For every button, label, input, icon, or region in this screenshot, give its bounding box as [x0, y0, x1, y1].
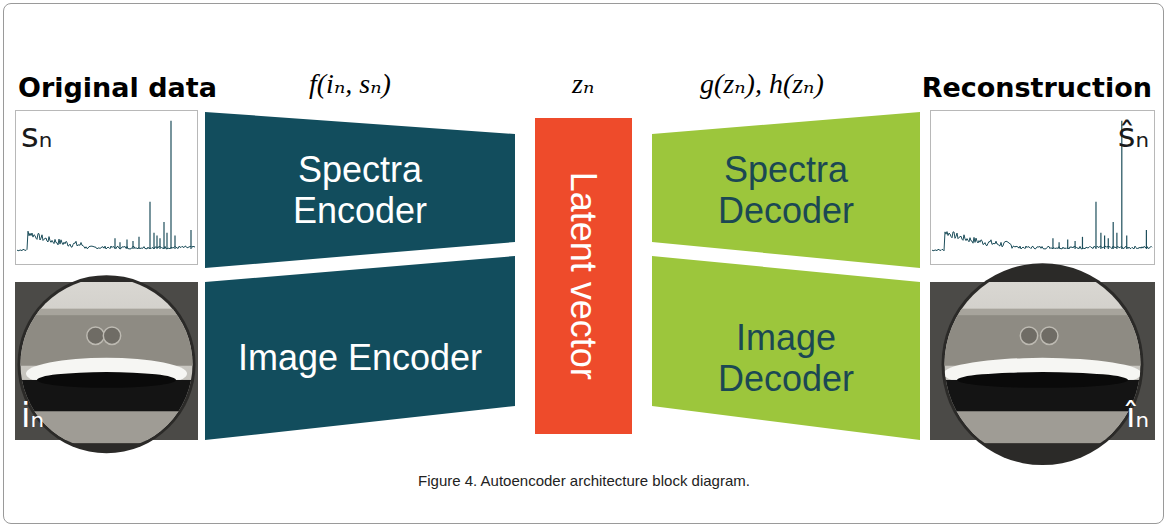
- block-shape: [652, 112, 920, 268]
- block-shape: [652, 256, 920, 440]
- spectrum-peak: [119, 242, 120, 249]
- spectrum-peak: [170, 121, 171, 249]
- spectrum-peak: [1113, 222, 1114, 249]
- block-label: Latent vector: [563, 172, 604, 380]
- block-shape: [205, 112, 515, 268]
- image-panel: îₙ: [930, 282, 1155, 440]
- spectrum-peak: [1146, 230, 1147, 249]
- spectrum-peak: [156, 236, 157, 250]
- spectrum-peak: [1074, 241, 1075, 249]
- panel-symbol: ŝₙ: [1118, 118, 1149, 152]
- wall-band: [15, 309, 198, 366]
- function-label: g(zₙ), h(zₙ): [700, 70, 824, 98]
- spectrum-peak: [1100, 233, 1101, 249]
- bolt: [103, 327, 120, 344]
- spectrum-peak: [1067, 240, 1068, 249]
- column-heading: Original data: [18, 74, 217, 101]
- spectrum-line: [932, 232, 1152, 251]
- function-label: f(iₙ, sₙ): [309, 70, 391, 98]
- bolt: [87, 327, 104, 344]
- floor: [930, 412, 1155, 444]
- latent-vector-block: Latent vector: [535, 118, 632, 434]
- spectrum-peak: [1095, 202, 1096, 249]
- spectrum-peak: [166, 233, 167, 249]
- encoder-block: Spectra Encoder: [205, 112, 515, 268]
- figure-caption: Figure 4. Autoencoder architecture block…: [0, 472, 1168, 489]
- spectrum-peak: [159, 238, 160, 249]
- spectrum-peak: [1116, 233, 1117, 249]
- spectrum-peak: [1126, 236, 1127, 250]
- slot-lip: [957, 372, 1128, 388]
- spectrum-peak: [138, 237, 139, 249]
- column-heading: Reconstruction: [922, 74, 1152, 101]
- block-label: Spectra Decoder: [682, 149, 890, 232]
- spectrum-peak: [132, 241, 133, 249]
- spectrum-peak: [174, 236, 175, 250]
- spectrum-line: [17, 231, 195, 251]
- decoder-block: Image Decoder: [652, 256, 920, 440]
- spectrum-peak: [126, 240, 127, 249]
- wall-band: [930, 309, 1155, 366]
- slot-lip: [37, 372, 176, 388]
- spectrum-peak: [190, 230, 191, 249]
- spectrum-peak: [1052, 238, 1053, 249]
- spectrum-peak: [1104, 236, 1105, 250]
- spectrum-peak: [1082, 237, 1083, 249]
- panel-symbol: îₙ: [1126, 398, 1149, 432]
- block-label: Spectra Encoder: [235, 149, 485, 232]
- encoder-block: Image Encoder: [205, 256, 515, 440]
- bolt: [1041, 327, 1058, 344]
- plot-frame: [931, 111, 1155, 265]
- wall-edge: [930, 309, 1155, 315]
- decoder-block: Spectra Decoder: [652, 112, 920, 268]
- panel-symbol: iₙ: [21, 398, 44, 432]
- function-label: zₙ: [572, 70, 594, 98]
- panel-symbol: sₙ: [21, 118, 52, 152]
- image-panel: iₙ: [15, 282, 198, 440]
- block-label: Image Encoder: [238, 337, 482, 378]
- wall-edge: [15, 309, 198, 315]
- spectrum-peak: [149, 202, 150, 249]
- viewport-content: [930, 282, 1155, 443]
- bolt: [1020, 327, 1037, 344]
- spectrum-peak: [1058, 242, 1059, 249]
- shape-outline: [930, 282, 1155, 440]
- spectrum-peak: [114, 238, 115, 249]
- spectrum-panel: sₙ: [15, 110, 198, 265]
- block-shape: [205, 256, 515, 440]
- viewport-content: [15, 282, 198, 443]
- spectrum-peak: [153, 233, 154, 249]
- spectrum-peak: [163, 222, 164, 249]
- spectrum-peak: [1108, 238, 1109, 249]
- block-shape: [535, 118, 632, 434]
- plot-frame: [16, 111, 198, 265]
- block-label: Image Decoder: [682, 317, 890, 400]
- spectrum-panel: ŝₙ: [930, 110, 1155, 265]
